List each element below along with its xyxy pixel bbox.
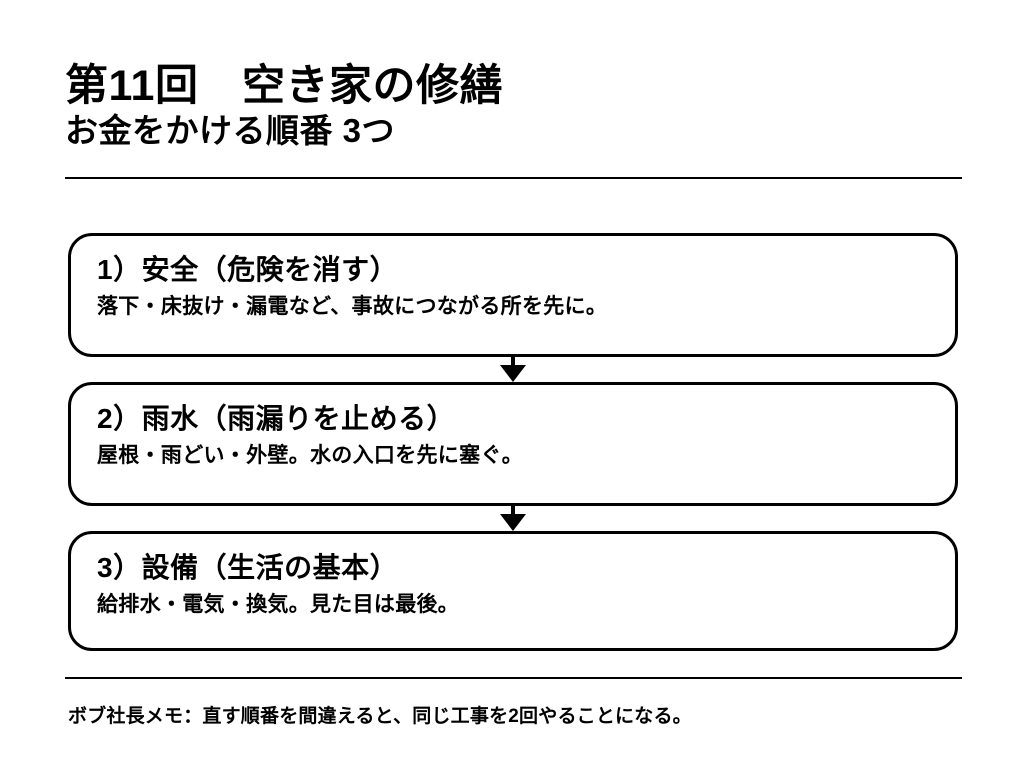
arrow-stem [511,357,515,367]
step-1-heading: 1）安全（危険を消す） [97,254,399,285]
step-3-description: 給排水・電気・換気。見た目は最後。 [97,593,460,616]
step-2-description: 屋根・雨どい・外壁。水の入口を先に塞ぐ。 [97,444,523,467]
footer-divider [65,677,962,679]
step-box-1: 1）安全（危険を消す） 落下・床抜け・漏電など、事故につながる所を先に。 [68,233,958,357]
step-flow-diagram: 1）安全（危険を消す） 落下・床抜け・漏電など、事故につながる所を先に。 2）雨… [68,233,958,651]
footer-note: ボブ社長メモ：直す順番を間違えると、同じ工事を2回やることになる。 [68,706,692,727]
arrow-down-icon [500,514,526,531]
arrow-connector-1-to-2 [68,357,958,382]
step-1-description: 落下・床抜け・漏電など、事故につながる所を先に。 [97,295,608,318]
step-3-heading: 3）設備（生活の基本） [97,552,399,583]
arrow-connector-2-to-3 [68,506,958,531]
step-box-2: 2）雨水（雨漏りを止める） 屋根・雨どい・外壁。水の入口を先に塞ぐ。 [68,382,958,506]
arrow-stem [511,506,515,516]
step-2-heading: 2）雨水（雨漏りを止める） [97,403,456,434]
page-title: 第11回 空き家の修繕 [65,62,503,110]
arrow-down-icon [500,365,526,382]
page-subtitle: お金をかける順番 3つ [65,112,396,150]
step-box-3: 3）設備（生活の基本） 給排水・電気・換気。見た目は最後。 [68,531,958,651]
slide-header: 第11回 空き家の修繕 お金をかける順番 3つ [65,62,962,151]
header-divider [65,177,962,179]
